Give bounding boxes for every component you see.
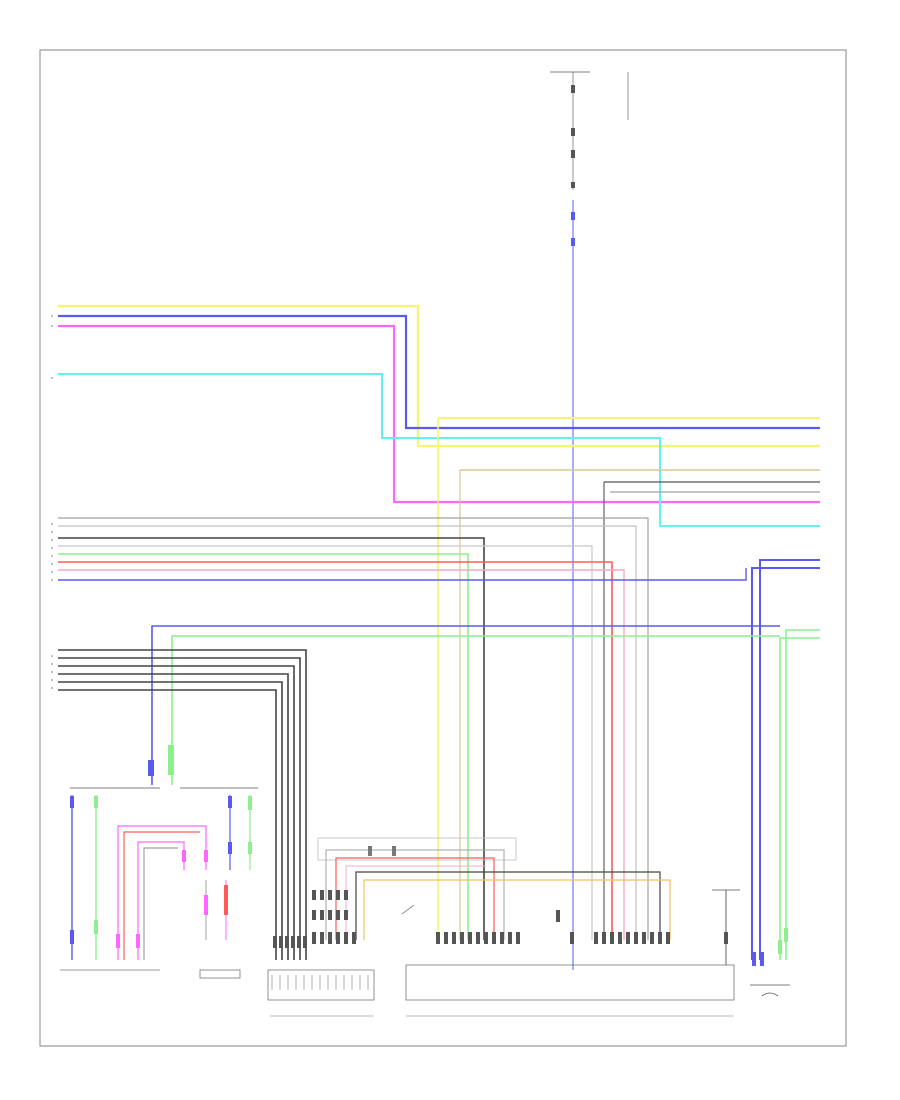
upper-left-harness xyxy=(58,304,820,940)
diagram-frame xyxy=(39,49,847,1047)
connector-pins-left xyxy=(273,890,356,948)
lower-left-module-wiring xyxy=(70,795,252,960)
top-power-feed xyxy=(550,71,629,970)
far-right-component xyxy=(750,928,790,997)
connector-pins-center xyxy=(436,910,670,944)
speaker-front-left xyxy=(70,745,174,789)
bottom-connector-boxes xyxy=(60,964,735,1001)
lower-left-bundle xyxy=(58,649,307,960)
center-connector-block xyxy=(317,837,671,940)
middle-left-bus xyxy=(58,517,747,940)
speaker-feed xyxy=(151,625,780,785)
connector-pin-ticks xyxy=(271,975,369,990)
right-wire-tags xyxy=(459,469,820,960)
left-pin-markers xyxy=(51,315,53,689)
ground-symbol xyxy=(712,889,740,965)
